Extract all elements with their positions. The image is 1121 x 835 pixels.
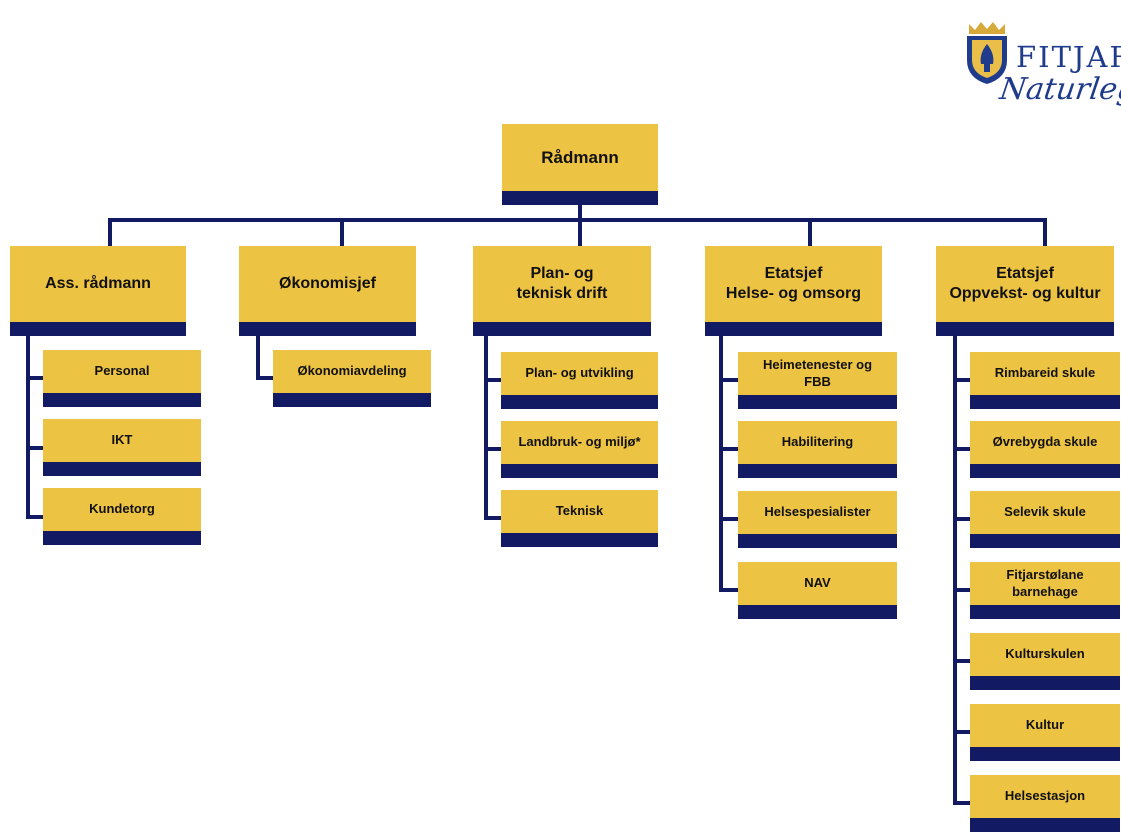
unit-personal: Personal <box>43 350 201 407</box>
unit-kundetorg: Kundetorg <box>43 488 201 545</box>
unit-fitjarstolane-barnehage: Fitjarstølane barnehage <box>970 562 1120 619</box>
unit-ovrebygda-skule: Øvrebygda skule <box>970 421 1120 478</box>
dept-okonomisjef: Økonomisjef <box>239 246 416 336</box>
unit-ikt: IKT <box>43 419 201 476</box>
box-radmann: Rådmann <box>502 124 658 205</box>
dept-helse-omsorg: Etatsjef Helse- og omsorg <box>705 246 882 336</box>
fitjar-logo: FITJAR Naturlegvis <box>480 10 1121 110</box>
brand-name: FITJAR <box>1016 40 1121 74</box>
unit-okonomiavdeling: Økonomiavdeling <box>273 350 431 407</box>
dept-plan-teknisk: Plan- og teknisk drift <box>473 246 651 336</box>
unit-kulturskulen: Kulturskulen <box>970 633 1120 690</box>
fitjar-crest-icon <box>967 22 1007 84</box>
unit-rimbareid-skule: Rimbareid skule <box>970 352 1120 409</box>
unit-nav: NAV <box>738 562 897 619</box>
unit-habilitering: Habilitering <box>738 421 897 478</box>
unit-landbruk-miljo: Landbruk- og miljø* <box>501 421 658 478</box>
unit-selevik-skule: Selevik skule <box>970 491 1120 548</box>
unit-kultur: Kultur <box>970 704 1120 761</box>
dept-oppvekst-kultur: Etatsjef Oppvekst- og kultur <box>936 246 1114 336</box>
unit-teknisk: Teknisk <box>501 490 658 547</box>
unit-heimetenester: Heimetenester og FBB <box>738 352 897 409</box>
unit-helsestasjon: Helsestasjon <box>970 775 1120 832</box>
unit-helsespesialister: Helsespesialister <box>738 491 897 548</box>
dept-ass-radmann: Ass. rådmann <box>10 246 186 336</box>
unit-plan-utvikling: Plan- og utvikling <box>501 352 658 409</box>
